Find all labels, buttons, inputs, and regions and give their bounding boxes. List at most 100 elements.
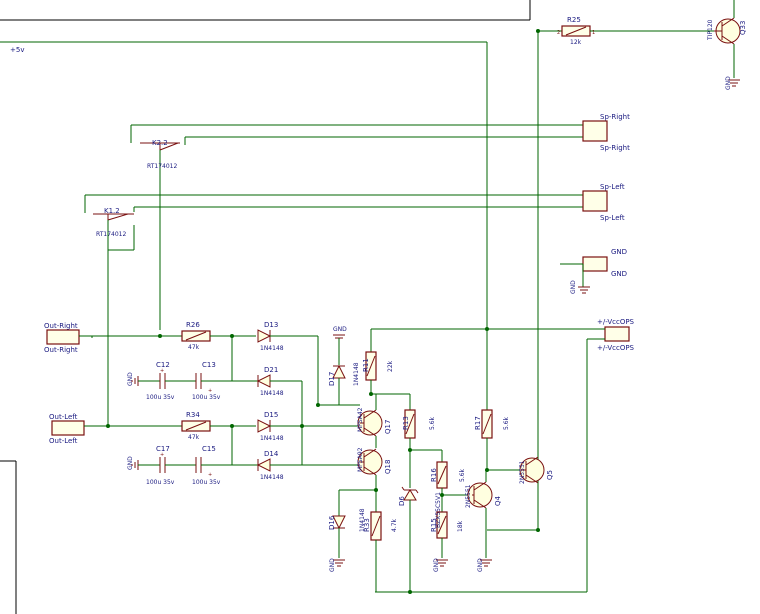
gnd-symbol-c12: GND [127, 372, 142, 386]
d17-value: 1N4148 [353, 362, 360, 386]
d15-value: 1N4148 [260, 435, 284, 442]
c15-capacitor: C15 100u 35v + [192, 445, 258, 486]
sp-right-top: Sp-Right [600, 113, 630, 121]
r34-resistor: R34 47k [181, 411, 256, 441]
d13-value: 1N4148 [260, 345, 284, 352]
junction-dots [106, 29, 540, 594]
gnd-symbol-d16: GND [329, 558, 345, 572]
d21-value: 1N4148 [260, 390, 284, 397]
r15-resistor: R15 18k [430, 511, 464, 558]
r13-value: 5.6k [429, 416, 436, 430]
c17-ref: C17 [156, 445, 170, 453]
svg-text:+: + [160, 452, 164, 458]
gnd-label-q33: GND [725, 76, 732, 90]
c13-value: 100u 35v [192, 394, 221, 401]
sp-left-top: Sp-Left [600, 183, 625, 191]
r33-resistor: R33 4.7k [363, 511, 398, 592]
d6-ref: D6 [398, 496, 406, 506]
d16-ref: D16 [328, 515, 336, 530]
out-left-connector: Out-Left Out-Left [49, 413, 182, 445]
c13-capacitor: C13 100u 35v + [192, 361, 258, 401]
c15-ref: C15 [202, 445, 216, 453]
sp-left-bottom: Sp-Left [600, 214, 625, 222]
gnd-label-c17: GND [127, 456, 134, 470]
sp-left-connector: Sp-Left Sp-Left [582, 183, 625, 222]
out-right-connector: Out-Right Out-Right [44, 322, 182, 354]
d14-value: 1N4148 [260, 474, 284, 481]
svg-text:+: + [208, 388, 212, 394]
r25-value: 12k [570, 39, 582, 46]
k22-value: RT174012 [147, 163, 177, 170]
gnd-symbol-q4: GND [477, 558, 492, 572]
d6-zener: D6 BZX55C5V1 [398, 450, 442, 592]
r13-resistor: R13 5.6k [402, 394, 442, 451]
c12-capacitor: C12 100u 35v + [142, 361, 196, 401]
out-right-bottom: Out-Right [44, 346, 78, 354]
q33-transistor: Q33 TIP120 [707, 0, 747, 78]
sp-right-connector: Sp-Right Sp-Right [582, 113, 630, 152]
svg-text:+: + [160, 368, 164, 374]
r25-ref: R25 [567, 16, 581, 24]
gnd-conn-bottom: GND [611, 270, 627, 278]
q4-value: 2N5551 [465, 484, 472, 508]
out-left-bottom: Out-Left [49, 437, 78, 445]
r17-value: 5.6k [503, 416, 510, 430]
q4-ref: Q4 [494, 495, 502, 506]
r15-ref: R15 [430, 518, 438, 532]
r26-value: 47k [188, 344, 200, 351]
d13-diode: D13 1N4148 [257, 321, 318, 352]
q5-value: 2N5551 [519, 460, 526, 484]
vcc-label: +5v [10, 46, 24, 54]
gnd-conn-sym-label: GND [570, 280, 577, 294]
d13-ref: D13 [264, 321, 278, 329]
d6-value: BZX55C5V1 [435, 492, 442, 528]
d21-diode: D21 1N4148 [231, 336, 303, 465]
d17-diode: GND D17 1N4148 [317, 326, 360, 406]
d14-ref: D14 [264, 450, 279, 458]
gnd-symbol-r15: GND [433, 558, 448, 572]
r11-resistor: R11 22k [362, 329, 410, 395]
vccops-connector: +/-VccOPS +/-VccOPS [371, 318, 635, 593]
svg-text:+: + [208, 472, 212, 478]
r25-group: R25 12k 2 1 [537, 16, 714, 530]
q4-transistor: Q4 2N5551 [465, 470, 502, 558]
q5-ref: Q5 [546, 470, 554, 480]
d14-diode: D14 1N4148 [231, 426, 360, 481]
k22-relay: K2.2 RT174012 [130, 124, 583, 330]
q33-value: TIP120 [707, 19, 714, 41]
q17-ref: Q17 [384, 420, 392, 434]
gnd-connector: GND GND GND [560, 248, 627, 294]
vccops-bottom: +/-VccOPS [597, 344, 635, 352]
gnd-label-q4: GND [477, 558, 484, 572]
r26-resistor: R26 47k [181, 321, 256, 351]
q5-transistor: Q5 2N5551 [487, 456, 554, 531]
r11-ref: R11 [362, 358, 370, 372]
svg-text:1: 1 [592, 30, 595, 36]
d17-gnd-label: GND [333, 326, 347, 333]
c12-value: 100u 35v [146, 394, 175, 401]
c17-value: 100u 35v [146, 479, 175, 486]
c12-ref: C12 [156, 361, 170, 369]
k12-relay: K1.2 RT174012 [84, 194, 583, 425]
d15-ref: D15 [264, 411, 278, 419]
frame-lines [0, 0, 531, 614]
q17-value: MPSA42 [357, 407, 364, 432]
out-left-top: Out-Left [49, 413, 78, 421]
out-right-top: Out-Right [44, 322, 78, 330]
d21-ref: D21 [264, 366, 278, 374]
d15-diode: D15 1N4148 [257, 411, 360, 442]
q18-value: MPSA92 [357, 447, 364, 472]
q18-transistor: Q18 MPSA92 [357, 447, 392, 512]
gnd-label-r15: GND [433, 558, 440, 572]
gnd-conn-top: GND [611, 248, 627, 256]
r33-ref: R33 [363, 518, 371, 532]
svg-text:2: 2 [557, 30, 560, 36]
vccops-top: +/-VccOPS [597, 318, 635, 326]
r17-resistor: R17 5.6k [474, 409, 521, 471]
gnd-label-d16: GND [329, 558, 336, 572]
r13-ref: R13 [402, 416, 410, 430]
r11-value: 22k [387, 360, 394, 372]
r34-ref: R34 [186, 411, 200, 419]
r34-value: 47k [188, 434, 200, 441]
